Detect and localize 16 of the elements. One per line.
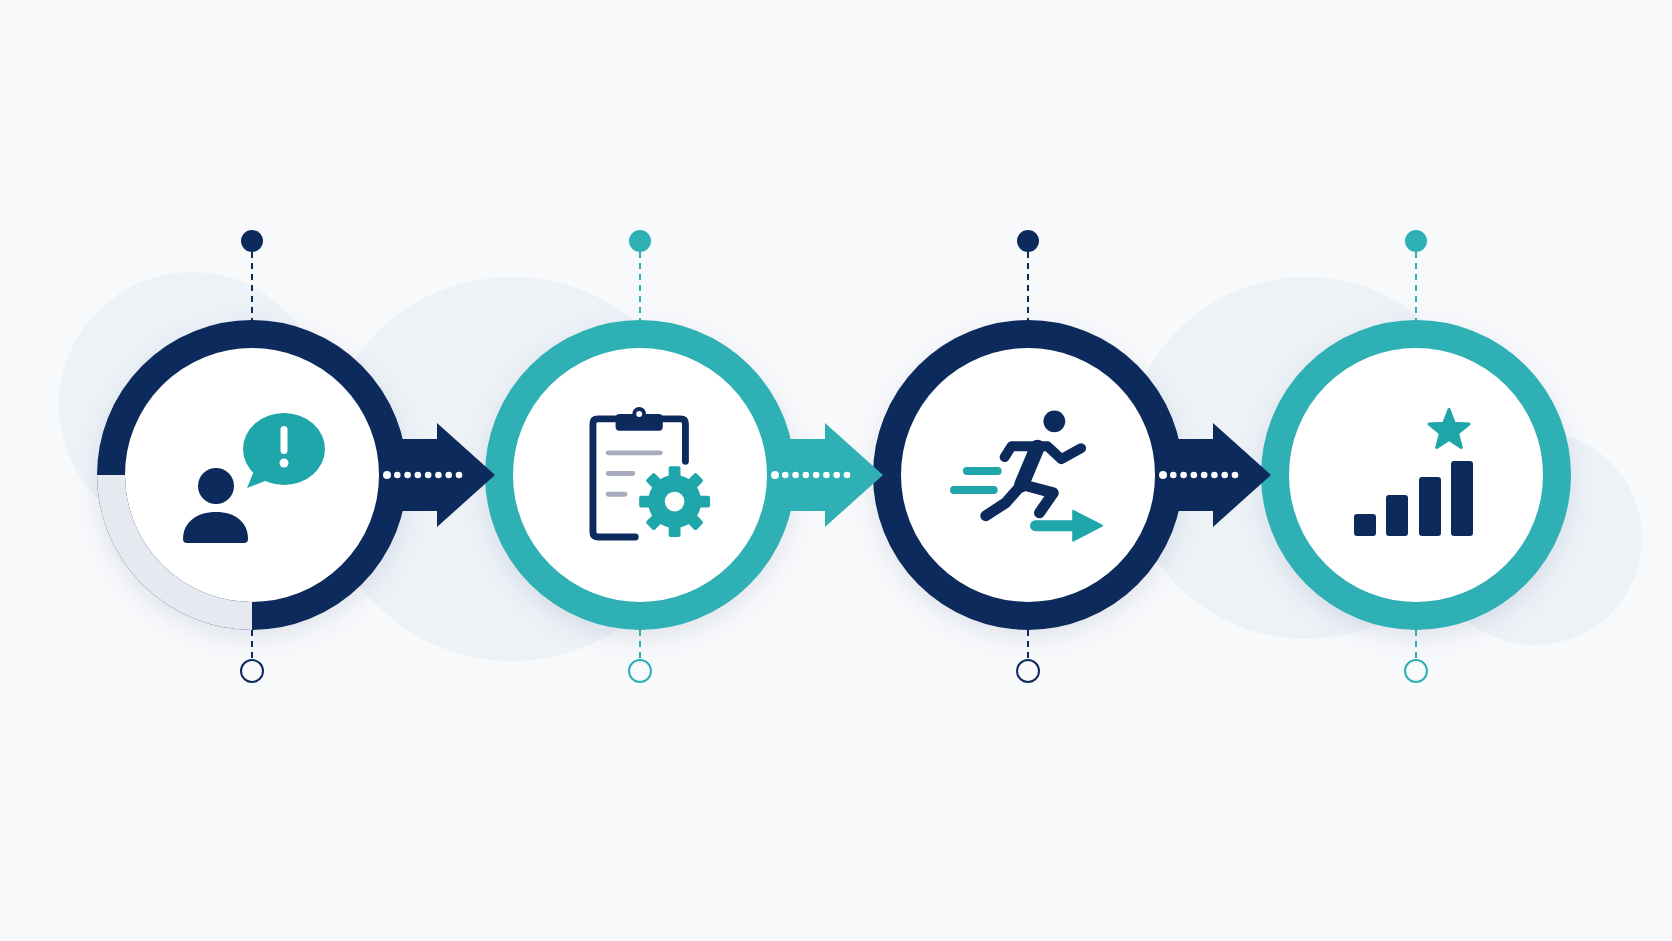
block-arrow	[1175, 423, 1271, 527]
block-arrow	[787, 423, 883, 527]
ring-marker	[628, 659, 652, 683]
ring-marker	[1016, 659, 1040, 683]
block-arrow	[399, 423, 495, 527]
dashed-connector	[251, 630, 253, 658]
dashed-connector	[251, 252, 253, 320]
step-circle	[1261, 320, 1571, 630]
dashed-connector	[639, 630, 641, 658]
dashed-connector	[1415, 630, 1417, 658]
dashed-connector	[1415, 252, 1417, 320]
dashed-connector	[639, 252, 641, 320]
dashed-connector	[1027, 630, 1029, 658]
ring-marker	[240, 659, 264, 683]
ring-marker	[1404, 659, 1428, 683]
dashed-connector	[1027, 252, 1029, 320]
